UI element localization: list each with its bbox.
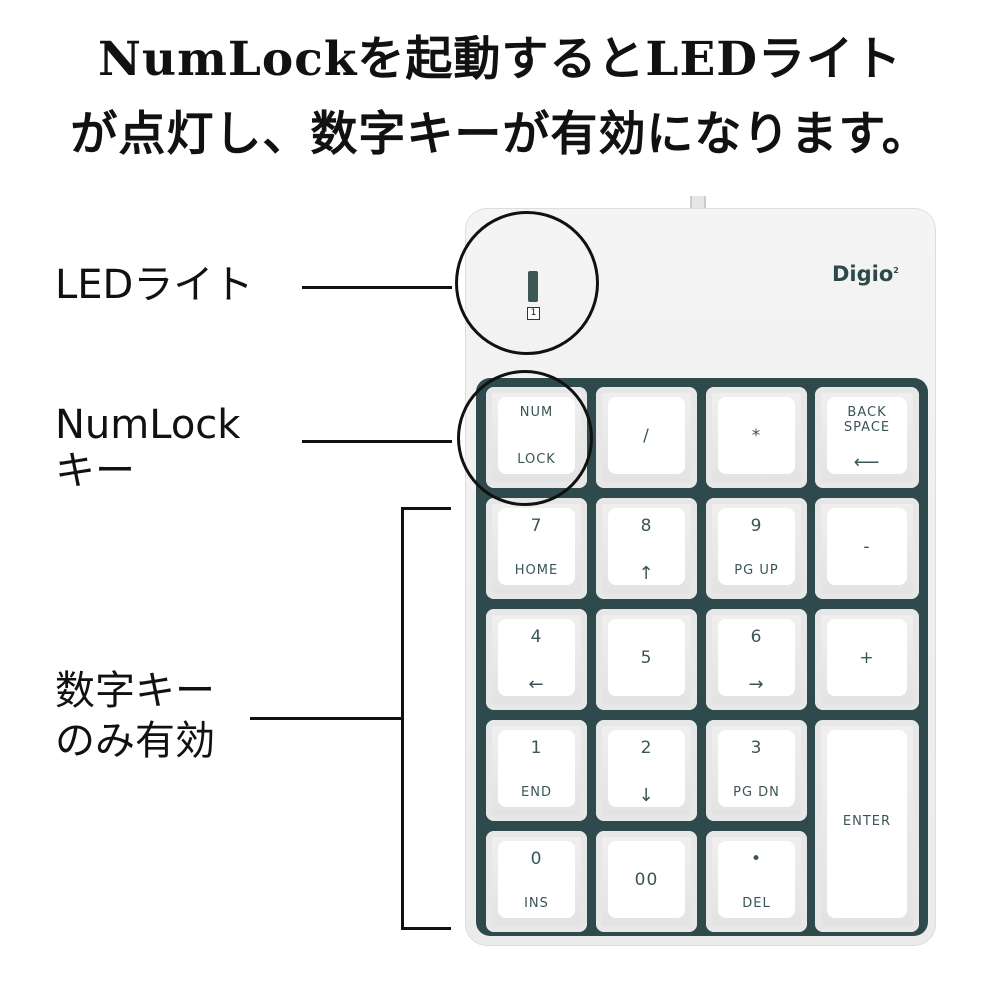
bracket-top [401, 507, 451, 510]
key-sub-legend: ↓ [638, 785, 655, 806]
key-legend: - [863, 536, 871, 557]
key-sub-legend: DEL [742, 896, 771, 911]
key--[interactable]: • DEL [706, 831, 807, 932]
key-legend: 2 [640, 738, 653, 758]
key-legend: 1 [530, 738, 543, 758]
key-legend: 9 [750, 516, 763, 536]
key-legend: 3 [750, 738, 763, 758]
key-9[interactable]: 9 PG UP [706, 498, 807, 599]
numlock-highlight-circle [457, 370, 593, 506]
key-legend: / [643, 425, 650, 446]
numeric-pointer-line [250, 717, 403, 720]
numlock-pointer-line [302, 440, 452, 443]
numeric-bracket [401, 507, 404, 930]
key-legend: + [859, 647, 875, 668]
key-legend: • [750, 849, 763, 869]
key-sub-legend: INS [524, 896, 549, 911]
key-legend: 5 [640, 647, 653, 668]
key-sub-legend: PG UP [734, 563, 779, 578]
key-sub-legend: → [748, 674, 765, 695]
key-legend: BACK SPACE [843, 405, 891, 435]
numeric-label-2: のみ有効 [55, 718, 215, 764]
key-sub-legend: END [521, 785, 552, 800]
key-3[interactable]: 3 PG DN [706, 720, 807, 821]
key--[interactable]: - [815, 498, 919, 599]
bracket-bottom [401, 927, 451, 930]
key--[interactable]: + [815, 609, 919, 710]
key-legend: 0 [530, 849, 543, 869]
key-legend: 6 [750, 627, 763, 647]
key-sub-legend: ← [528, 674, 545, 695]
brand-logo: Digio2 [832, 262, 899, 286]
key-legend: 8 [640, 516, 653, 536]
key-enter[interactable]: ENTER [815, 720, 919, 932]
key-back-space[interactable]: BACK SPACE ⟵ [815, 387, 919, 488]
numlock-label: NumLock [55, 402, 241, 448]
key-6[interactable]: 6→ [706, 609, 807, 710]
key--[interactable]: / [596, 387, 697, 488]
key-legend: 7 [530, 516, 543, 536]
key-sub-legend: ↑ [638, 563, 655, 584]
key--[interactable]: * [706, 387, 807, 488]
key-4[interactable]: 4← [486, 609, 587, 710]
key-legend: ENTER [842, 814, 892, 829]
numlock-label-2: キー [55, 448, 135, 494]
headline-line-2: が点灯し、数字キーが有効になります。 [70, 107, 930, 162]
key-8[interactable]: 8↑ [596, 498, 697, 599]
led-label: LEDライト [55, 262, 254, 308]
led-highlight-circle [455, 211, 599, 355]
key-5[interactable]: 5 [596, 609, 697, 710]
key-sub-legend: HOME [514, 563, 559, 578]
key-legend: 00 [634, 869, 659, 890]
key-2[interactable]: 2↓ [596, 720, 697, 821]
key-legend: 4 [530, 627, 543, 647]
numeric-label: 数字キー [55, 668, 215, 714]
key-sub-legend: ⟵ [853, 452, 881, 473]
headline-line-1: NumLockを起動するとLEDライト [97, 32, 903, 87]
key-sub-legend: PG DN [733, 785, 780, 800]
key-legend: * [751, 425, 762, 446]
led-pointer-line [302, 286, 452, 289]
key-00[interactable]: 00 [596, 831, 697, 932]
